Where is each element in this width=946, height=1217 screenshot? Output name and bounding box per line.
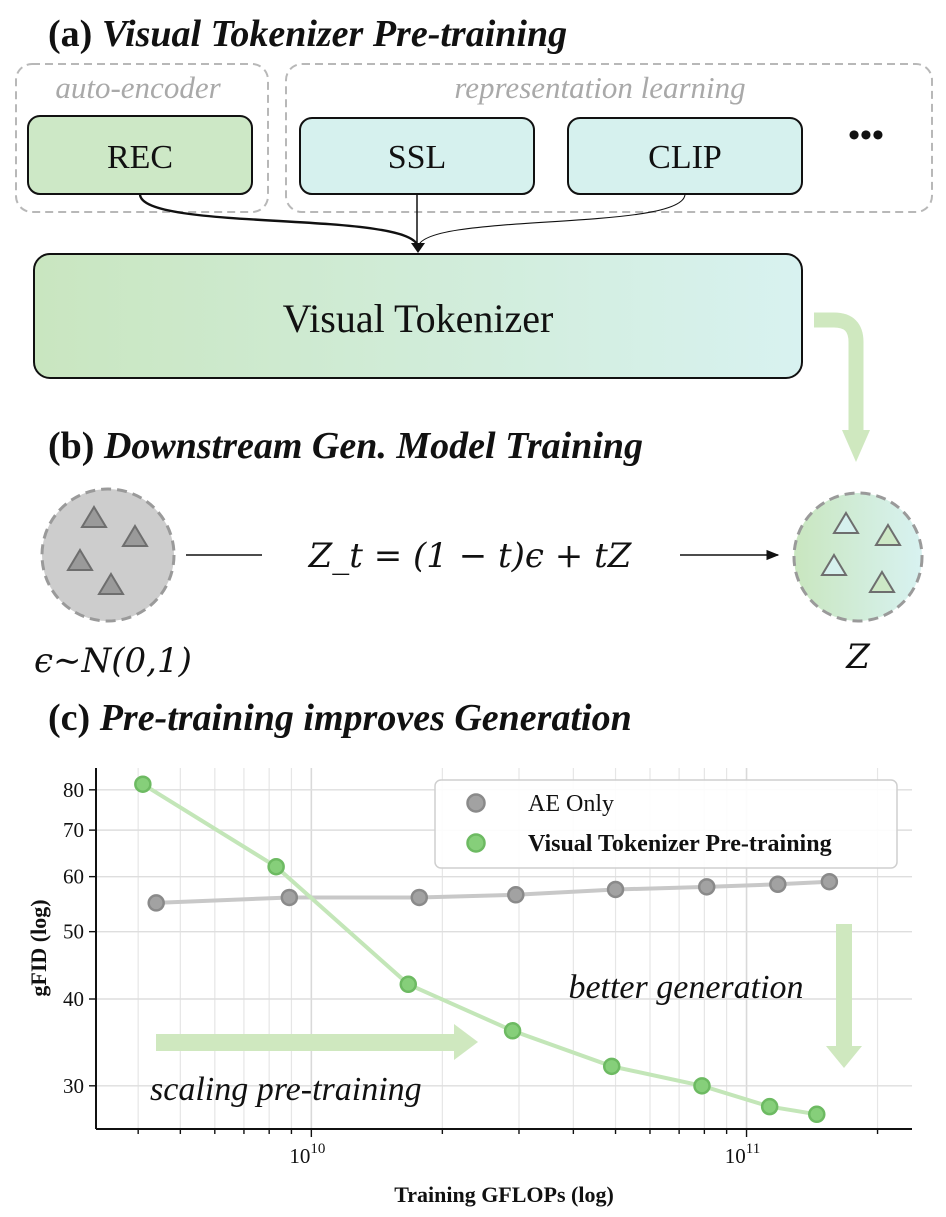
flow-equation: Z_t = (1 − t)ϵ + tZ (308, 536, 633, 576)
rec-connector (138, 193, 420, 249)
x-tick-label: 1010 (289, 1141, 325, 1168)
series-line-pretraining (141, 782, 818, 1117)
chart-series (134, 775, 839, 1124)
data-point-ae-only (147, 894, 165, 912)
latent-triangle-icon (820, 553, 848, 576)
scaling-arrow-shaft (156, 1034, 456, 1051)
tokenizer-to-latent-arrow (814, 312, 864, 432)
data-point-ae-only (410, 888, 429, 907)
autoencoder-group (15, 63, 269, 213)
visual-tokenizer-box (33, 253, 803, 379)
noise-triangle-icon (97, 572, 125, 595)
x-axis-label: Training GFLOPs (log) (394, 1182, 614, 1207)
representation-group-label: representation learning (454, 70, 745, 105)
latent-circle (792, 491, 924, 623)
legend-label-pretraining: Visual Tokenizer Pre-training (528, 831, 832, 857)
legend-marker-ae-only (466, 793, 486, 813)
ssl-label: SSL (388, 139, 447, 176)
better-arrowhead (826, 1046, 862, 1068)
legend-label-ae-only: AE Only (528, 791, 614, 817)
data-point-ae-only (820, 872, 839, 891)
data-point-pretraining (602, 1057, 621, 1076)
y-tick-label: 40 (63, 987, 84, 1011)
y-tick-label: 30 (63, 1074, 84, 1098)
noise-triangle-icon (66, 548, 94, 571)
y-axis-label: gFID (log) (26, 899, 51, 996)
rec-label: REC (107, 139, 173, 176)
merge-arrowhead (411, 243, 425, 253)
latent-triangle-icon (868, 570, 896, 593)
scaling-annotation: scaling pre-training (150, 1071, 422, 1108)
data-point-pretraining (267, 857, 285, 876)
visual-tokenizer-label: Visual Tokenizer (283, 296, 554, 341)
noise-triangle-icon (80, 505, 108, 528)
y-tick-label: 50 (63, 920, 84, 944)
chart-axes (95, 768, 912, 1130)
tokenizer-to-latent-arrowhead (842, 430, 870, 462)
noise-triangle-icon (121, 524, 149, 547)
section-b-title: (b) Downstream Gen. Model Training (48, 425, 643, 467)
data-point-ae-only (280, 888, 299, 907)
legend-marker-pretraining (466, 833, 486, 853)
data-point-pretraining (760, 1097, 779, 1116)
better-arrow-shaft (836, 924, 852, 1048)
chart-ticks: 30 40 50 60 70 80 1010 1011 (63, 778, 879, 1168)
better-annotation: better generation (568, 969, 803, 1006)
data-point-ae-only (769, 875, 787, 894)
y-tick-label: 70 (63, 818, 84, 842)
more-ellipsis: ••• (848, 117, 884, 154)
data-point-pretraining (808, 1105, 826, 1124)
legend-box (434, 779, 898, 869)
series-line-ae-only (156, 879, 830, 905)
data-point-ae-only (507, 886, 525, 904)
noise-circle (40, 487, 176, 623)
latent-label: Z (845, 637, 871, 677)
autoencoder-group-label: auto-encoder (55, 70, 221, 105)
x-tick-label: 1011 (725, 1141, 760, 1168)
scaling-arrowhead (454, 1024, 478, 1060)
representation-group (285, 63, 933, 213)
data-point-ae-only (606, 880, 625, 899)
section-c-title: (c) Pre-training improves Generation (48, 697, 632, 739)
y-tick-label: 60 (63, 865, 84, 889)
noise-label: ϵ∼N(0,1) (34, 641, 192, 681)
latent-triangle-icon (832, 511, 860, 534)
data-point-pretraining (503, 1022, 522, 1040)
data-point-pretraining (134, 775, 152, 793)
data-point-pretraining (399, 975, 418, 994)
latent-triangle-icon (874, 523, 902, 546)
clip-connector (417, 193, 686, 249)
section-a-title: (a) Visual Tokenizer Pre-training (48, 13, 567, 55)
clip-label: CLIP (648, 139, 722, 176)
y-tick-label: 80 (63, 778, 84, 802)
data-point-pretraining (693, 1077, 711, 1095)
data-point-ae-only (697, 878, 716, 896)
